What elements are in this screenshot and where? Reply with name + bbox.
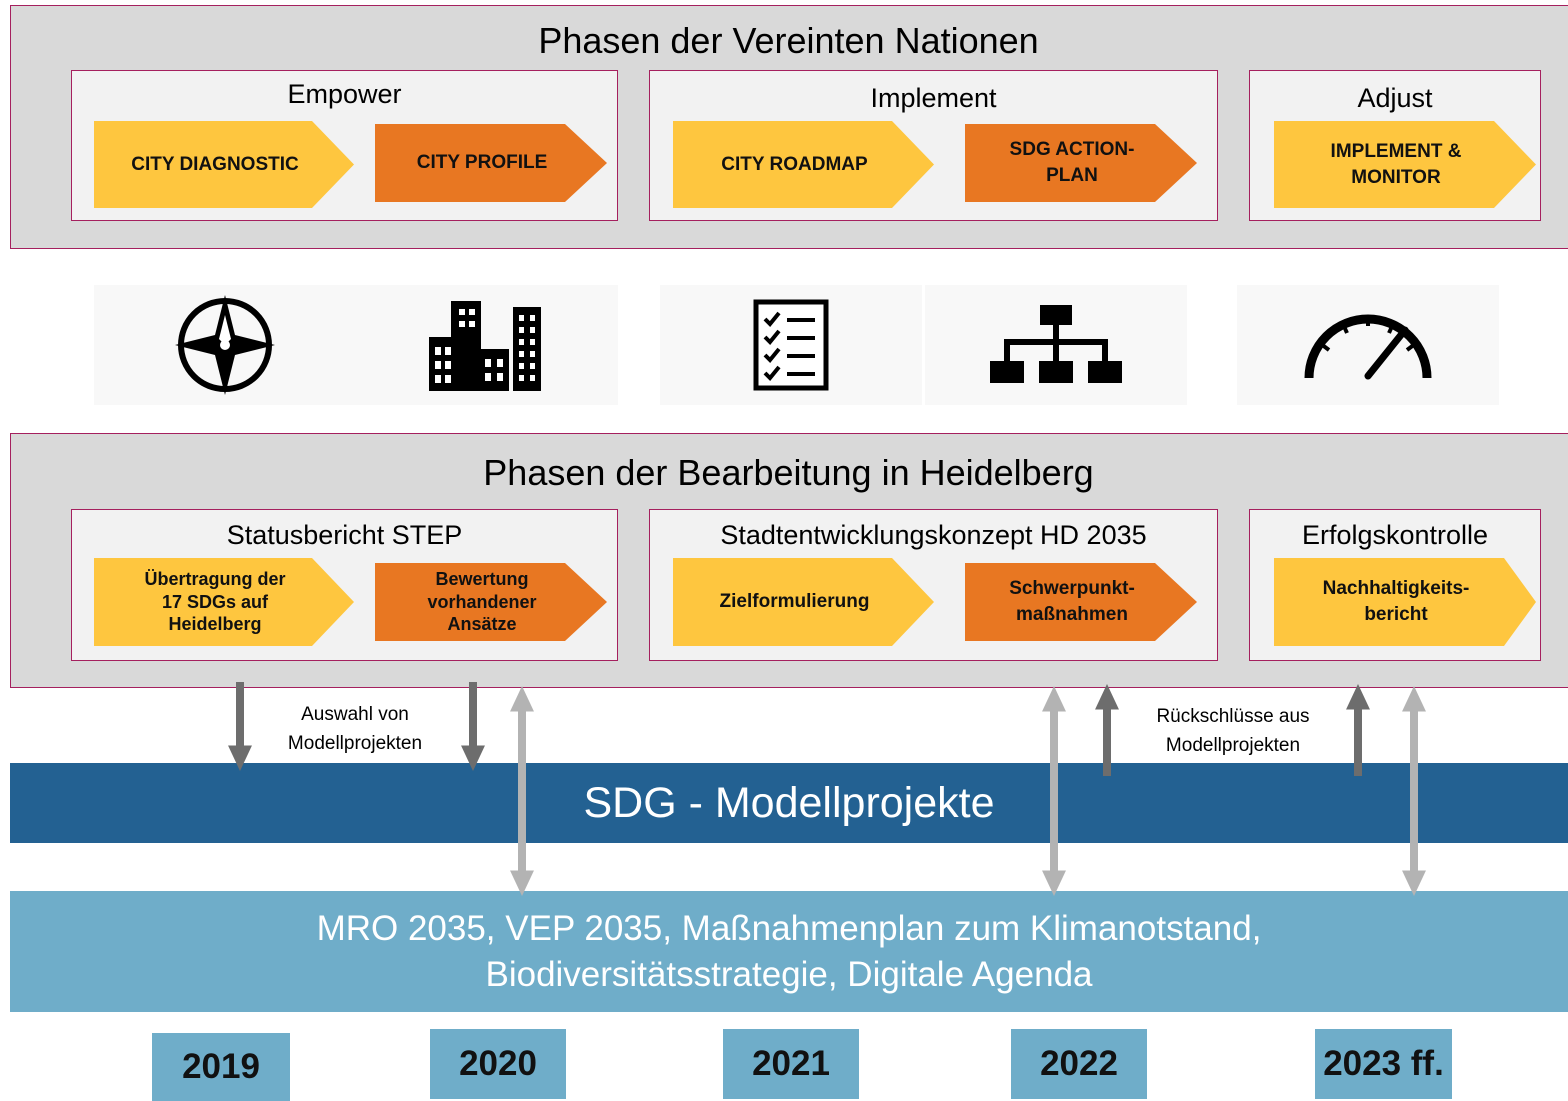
stadtentwicklung-title: Stadtentwicklungskonzept HD 2035 xyxy=(720,520,1147,550)
org-chart-icon-box xyxy=(925,285,1187,405)
checklist-icon-box xyxy=(660,285,922,405)
checklist-icon xyxy=(753,299,829,391)
step-evaluation: Bewertung vorhandener Ansätze xyxy=(375,563,607,641)
plans-band: MRO 2035, VEP 2035, Maßnahmenplan zum Kl… xyxy=(10,891,1568,1012)
city-buildings-icon xyxy=(429,301,541,391)
plans-label: MRO 2035, VEP 2035, Maßnahmenplan zum Kl… xyxy=(316,909,1262,994)
year-2020: 2020 xyxy=(430,1029,566,1099)
step-implement-monitor: IMPLEMENT & MONITOR xyxy=(1274,121,1536,208)
compass-icon-box xyxy=(94,285,356,405)
un-phases-title: Phasen der Vereinten Nationen xyxy=(538,20,1039,61)
step-sdg-action-plan: SDG ACTION- PLAN xyxy=(965,124,1197,202)
selection-note: Auswahl von Modellprojekten xyxy=(287,704,423,755)
step-sdg-transfer: Übertragung der 17 SDGs auf Heidelberg xyxy=(94,558,354,646)
year-2019: 2019 xyxy=(152,1033,290,1101)
year-2022: 2022 xyxy=(1011,1029,1147,1099)
step-nachhaltigkeitsbericht: Nachhaltigkeits- bericht xyxy=(1274,558,1536,646)
year-2021: 2021 xyxy=(723,1029,859,1099)
speedometer-icon-box xyxy=(1237,285,1499,405)
step-city-diagnostic: CITY DIAGNOSTIC xyxy=(94,121,354,208)
step-city-roadmap: CITY ROADMAP xyxy=(673,121,934,208)
model-projects-label: SDG - Modellprojekte xyxy=(583,779,995,827)
year-2023ff: 2023 ff. xyxy=(1315,1029,1452,1099)
compass-icon xyxy=(175,295,275,395)
statusbericht-title: Statusbericht STEP xyxy=(226,520,463,550)
org-chart-icon xyxy=(990,305,1122,383)
erfolgskontrolle-title: Erfolgskontrolle xyxy=(1301,520,1489,550)
conclusions-note: Rückschlüsse aus Modellprojekten xyxy=(1156,706,1310,757)
empower-title: Empower xyxy=(287,79,402,109)
adjust-title: Adjust xyxy=(1357,83,1433,113)
buildings-icon-box xyxy=(356,285,618,405)
speedometer-icon xyxy=(1304,314,1432,380)
heidelberg-phases-title: Phasen der Bearbeitung in Heidelberg xyxy=(483,452,1094,493)
step-zielformulierung: Zielformulierung xyxy=(673,558,934,646)
step-city-profile: CITY PROFILE xyxy=(375,124,607,202)
implement-title: Implement xyxy=(870,83,997,113)
model-projects-band: SDG - Modellprojekte xyxy=(10,763,1568,843)
step-schwerpunkt: Schwerpunkt- maßnahmen xyxy=(965,563,1197,641)
